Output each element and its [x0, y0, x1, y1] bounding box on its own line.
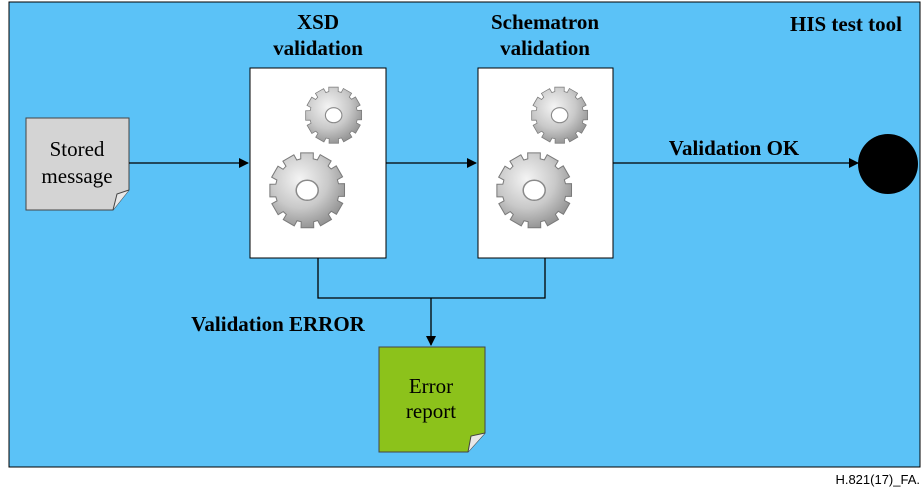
xsd-validation-box	[249, 67, 387, 259]
schematron-validation-box	[477, 67, 614, 259]
stored-message-line1: Stored	[50, 137, 105, 161]
schematron-title-line2: validation	[500, 36, 590, 60]
error-report-line2: report	[406, 399, 456, 423]
schematron-title-line1: Schematron	[491, 10, 599, 34]
error-report-document: Error report	[378, 346, 486, 453]
tool-name-label: HIS test tool	[790, 12, 902, 36]
figure-code: H.821(17)_FA.	[835, 472, 920, 487]
error-report-line1: Error	[409, 374, 453, 398]
validation-error-label: Validation ERROR	[191, 312, 366, 336]
stored-message-line2: message	[41, 164, 112, 188]
connectors	[129, 158, 859, 346]
validation-ok-label: Validation OK	[669, 136, 800, 160]
end-node	[858, 134, 918, 194]
xsd-title-line1: XSD	[297, 10, 339, 34]
xsd-title-line2: validation	[273, 36, 363, 60]
stored-message-document: Stored message	[25, 117, 130, 211]
